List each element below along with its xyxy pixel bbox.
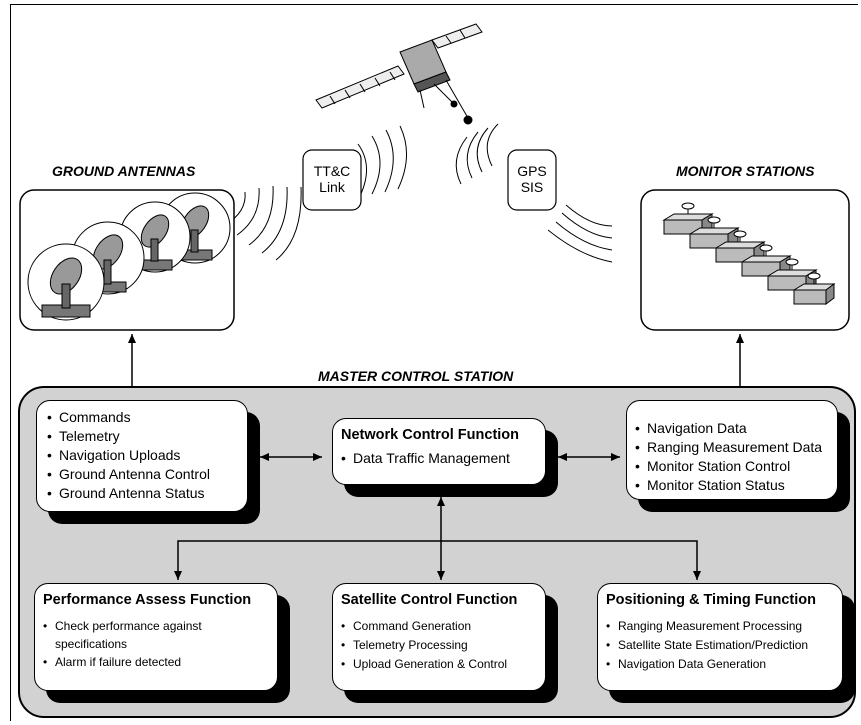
performance-assess-box: Performance Assess Function Check perfor…: [34, 583, 278, 691]
list-item: Navigation Data: [635, 419, 827, 438]
ground-antennas-label: GROUND ANTENNAS: [52, 163, 196, 179]
positioning-timing-title: Positioning & Timing Function: [606, 592, 816, 608]
positioning-timing-box: Positioning & Timing Function Ranging Me…: [597, 583, 843, 691]
function-bus-arrow: [174, 540, 701, 580]
satellite-control-title: Satellite Control Function: [341, 592, 518, 608]
monitor-data-box: Navigation Data Ranging Measurement Data…: [626, 400, 838, 500]
list-item: Command Generation: [341, 617, 537, 636]
master-control-station-label: MASTER CONTROL STATION: [318, 368, 514, 384]
list-item: Monitor Station Control: [635, 457, 827, 476]
monitor-station-icon: [662, 202, 836, 305]
list-item: Commands: [47, 408, 237, 427]
performance-assess-title: Performance Assess Function: [43, 592, 252, 608]
list-item: Telemetry: [47, 427, 237, 446]
satellite-icon: [315, 23, 483, 125]
list-item: Ranging Measurement Processing: [606, 617, 834, 636]
list-item: Monitor Station Status: [635, 476, 827, 495]
network-control-title: Network Control Function: [341, 427, 520, 443]
list-item: Data Traffic Management: [341, 449, 537, 468]
list-item: Ranging Measurement Data: [635, 438, 827, 457]
monitor-stations-label: MONITOR STATIONS: [676, 163, 815, 179]
list-item: Navigation Uploads: [47, 446, 237, 465]
list-item: Ground Antenna Status: [47, 484, 237, 503]
ground-antenna-icon: [27, 192, 231, 321]
network-control-box: Network Control Function Data Traffic Ma…: [332, 418, 546, 485]
list-item: Upload Generation & Control: [341, 655, 537, 674]
satellite-control-box: Satellite Control Function Command Gener…: [332, 583, 546, 691]
ground-commands-box: Commands Telemetry Navigation Uploads Gr…: [36, 400, 248, 512]
list-item: Navigation Data Generation: [606, 655, 834, 674]
list-item: Telemetry Processing: [341, 636, 537, 655]
list-item: Satellite State Estimation/Prediction: [606, 636, 834, 655]
list-item: Check performance against specifications: [43, 617, 229, 653]
gps-signal-waves: [455, 123, 613, 263]
list-item: Ground Antenna Control: [47, 465, 237, 484]
figure-frame: [10, 4, 858, 721]
list-item: Alarm if failure detected: [43, 653, 229, 672]
